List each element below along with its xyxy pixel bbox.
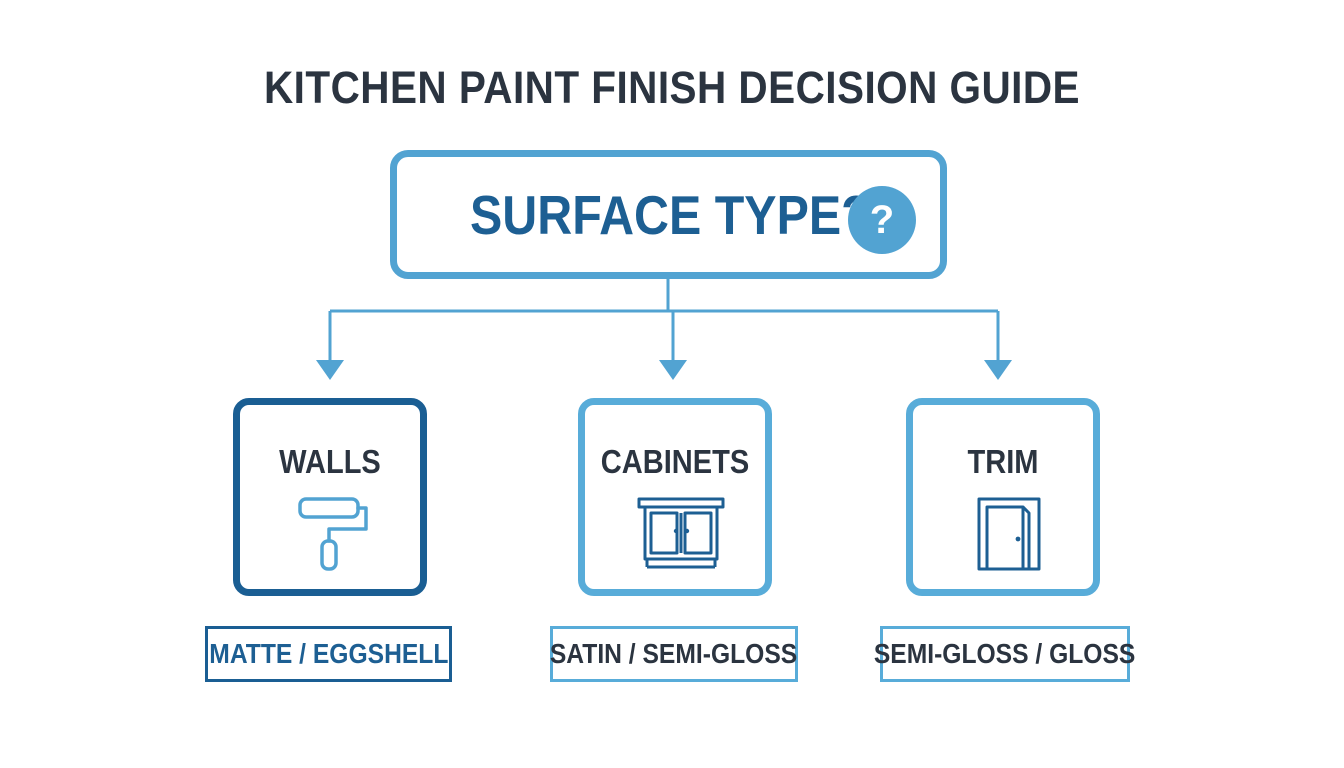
arrow-walls-icon — [316, 360, 344, 380]
surface-type-label: SURFACE TYPE? — [470, 184, 871, 246]
cabinets-finish-label: SATIN / SEMI-GLOSS — [550, 626, 798, 682]
trim-finish-text: SEMI-GLOSS / GLOSS — [874, 638, 1136, 669]
arrow-trim-icon — [984, 360, 1012, 380]
arrow-cabinets-icon — [659, 360, 687, 380]
trim-finish-label: SEMI-GLOSS / GLOSS — [874, 626, 1136, 682]
door-trim-icon — [977, 497, 1041, 571]
walls-finish-text: MATTE / EGGSHELL — [208, 638, 449, 669]
trim-card: TRIM — [906, 398, 1100, 596]
page-title: KITCHEN PAINT FINISH DECISION GUIDE — [263, 62, 1081, 113]
cabinets-card: CABINETS — [578, 398, 772, 596]
trim-label: TRIM — [967, 443, 1039, 480]
cabinet-icon — [637, 497, 725, 569]
cabinets-finish-text: SATIN / SEMI-GLOSS — [550, 638, 798, 669]
walls-label: WALLS — [279, 443, 381, 480]
walls-finish-label: MATTE / EGGSHELL — [205, 626, 452, 682]
paint-roller-icon — [298, 497, 368, 571]
question-icon: ? — [848, 186, 916, 254]
cabinets-label: CABINETS — [600, 443, 750, 480]
walls-card: WALLS — [233, 398, 427, 596]
